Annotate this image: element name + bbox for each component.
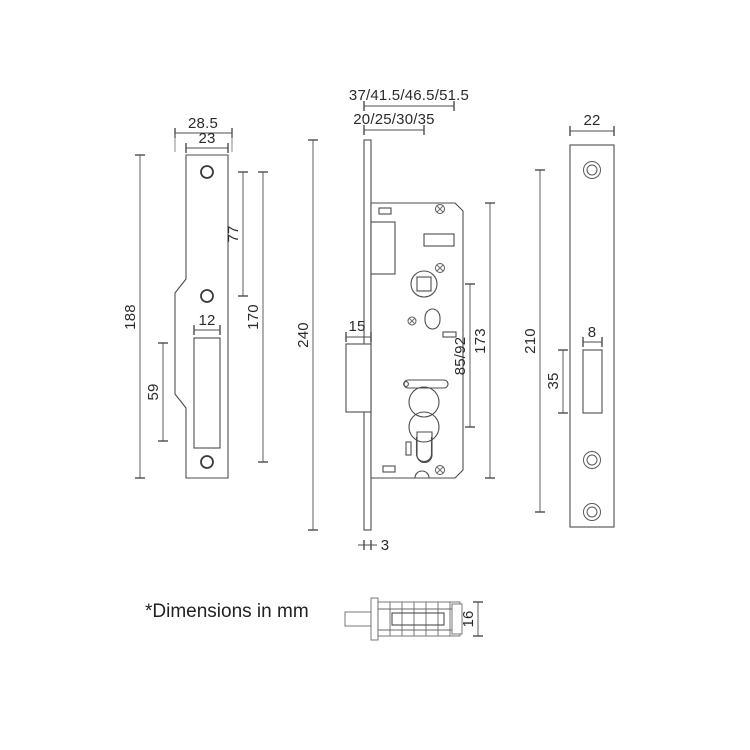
plug-bore xyxy=(391,612,445,626)
dim-label-backset-outer: 37/41.5/46.5/51.5 xyxy=(349,87,469,104)
dim-label-12: 12 xyxy=(198,312,215,329)
strike-screw-hole-bottom-inner xyxy=(586,506,598,518)
strike-screw-hole-middle-inner xyxy=(586,454,598,466)
dim-label-240: 240 xyxy=(295,322,312,348)
dim-label-59: 59 xyxy=(145,383,162,400)
dim-label-28-5: 28.5 xyxy=(188,115,218,132)
cylinder-round-part xyxy=(408,411,440,443)
right-view-dimensions: 22 210 8 35 xyxy=(522,112,615,513)
case-slot-top xyxy=(378,207,392,215)
center-view-lock-body xyxy=(345,139,464,531)
faceplate-screw-hole-bottom xyxy=(200,455,214,469)
dim-label-15: 15 xyxy=(348,318,365,335)
left-view-faceplate xyxy=(174,154,229,479)
plug-shaft xyxy=(344,611,372,627)
faceplate-bolt-slot xyxy=(193,337,221,449)
case-pin-head xyxy=(403,381,409,387)
right-view-strike-plate xyxy=(569,144,615,528)
center-view-dimensions: 37/41.5/46.5/51.5 20/25/30/35 240 15 85/… xyxy=(295,87,495,554)
dim-label-backset-inner: 20/25/30/35 xyxy=(353,111,434,128)
dim-label-8: 8 xyxy=(588,324,597,341)
case-slot-right xyxy=(442,331,457,338)
spindle-hole-circle xyxy=(410,270,438,298)
case-oval-hole xyxy=(424,308,441,330)
dim-label-210: 210 xyxy=(522,328,539,354)
faceplate-screw-hole-top xyxy=(200,165,214,179)
dim-label-16: 16 xyxy=(460,610,477,627)
lock-forend-edge xyxy=(363,139,372,531)
spindle-hole-square xyxy=(416,276,432,292)
latch-bolt-block xyxy=(345,343,372,413)
case-window-rect xyxy=(423,233,455,247)
deadbolt-block xyxy=(370,221,396,275)
plug-end-cap xyxy=(451,603,463,635)
case-slot-bottom xyxy=(382,465,396,473)
dim-label-170: 170 xyxy=(245,304,262,330)
plug-flange xyxy=(370,597,379,641)
dim-label-22: 22 xyxy=(583,112,600,129)
dim-label-188: 188 xyxy=(122,304,139,330)
case-slot-left-lower xyxy=(405,441,412,456)
strike-screw-hole-top-inner xyxy=(586,164,598,176)
strike-bolt-slot xyxy=(582,349,603,414)
dimensions-note: *Dimensions in mm xyxy=(145,601,309,622)
dim-label-85-92: 85/92 xyxy=(452,337,469,376)
cylinder-cam-slot xyxy=(415,437,433,462)
left-view-dimensions: 28.5 23 188 59 12 77 170 xyxy=(122,115,268,479)
dim-label-77: 77 xyxy=(225,225,242,242)
faceplate-screw-hole-middle xyxy=(200,289,214,303)
dim-label-35: 35 xyxy=(545,372,562,389)
dim-label-23: 23 xyxy=(198,130,215,147)
detail-wall-plug: 16 xyxy=(344,597,483,641)
case-bottom-notch xyxy=(414,470,430,479)
dim-label-173: 173 xyxy=(472,328,489,354)
dim-label-3: 3 xyxy=(381,537,390,554)
